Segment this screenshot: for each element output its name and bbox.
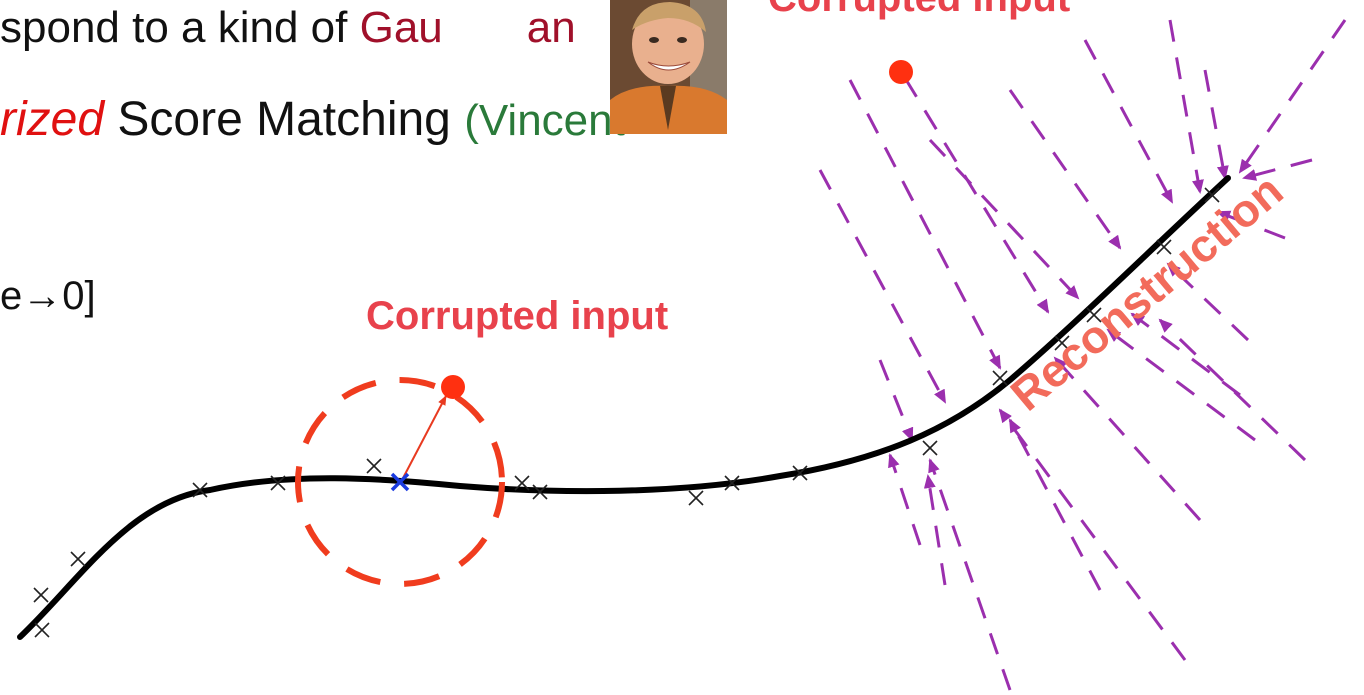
arrow xyxy=(1108,330,1255,440)
arrow xyxy=(1010,90,1120,248)
sample-cross xyxy=(71,552,85,566)
regularized-term: rized xyxy=(0,93,104,146)
arrow xyxy=(1000,410,1185,660)
corruption-vector xyxy=(402,396,446,480)
corrupted-input-label: Corrupted input xyxy=(366,296,668,336)
arrow xyxy=(890,455,920,545)
arrow xyxy=(905,78,1048,312)
portrait-photo xyxy=(610,0,727,134)
corrupted-input-label-top: Corrupted input xyxy=(768,0,1070,18)
sample-cross xyxy=(689,491,703,505)
arrow xyxy=(880,360,912,440)
citation: (Vincent xyxy=(464,96,625,145)
arrow xyxy=(930,140,1078,298)
sample-cross xyxy=(35,623,49,637)
slide-text-line-2: rized Score Matching (Vincent xyxy=(0,96,625,144)
sample-cross xyxy=(34,588,48,602)
arrow xyxy=(1240,20,1345,172)
corrupted-point-top xyxy=(889,60,913,84)
gaussian-term: Gau xyxy=(360,3,443,52)
arrow xyxy=(1170,20,1200,192)
sample-cross xyxy=(923,441,937,455)
corrupted-point-mid xyxy=(441,375,465,399)
slide-text-line-3: e→0] xyxy=(0,276,96,316)
arrow xyxy=(1010,420,1100,590)
arrow xyxy=(1205,70,1225,178)
arrow xyxy=(850,80,1000,368)
arrow xyxy=(1085,40,1172,202)
sample-cross xyxy=(367,459,381,473)
gaussian-term-tail: an xyxy=(527,3,576,52)
